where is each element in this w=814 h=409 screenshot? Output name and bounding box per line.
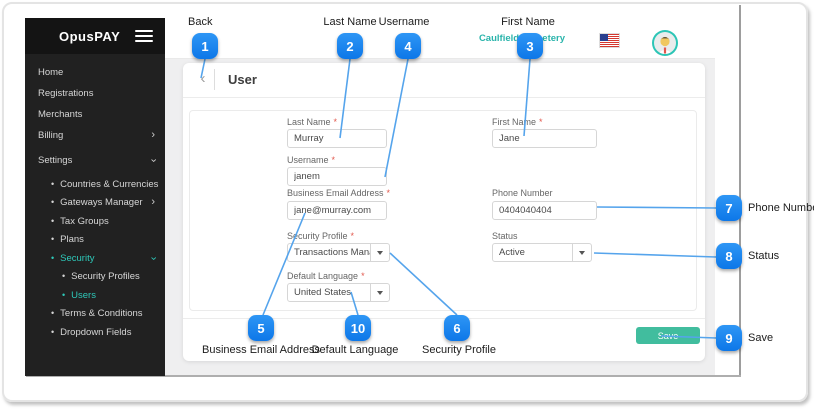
chevron-right-icon: › (151, 129, 155, 141)
required-asterisk: * (350, 231, 355, 241)
sidebar: OpusPAY Home Registrations Merchants Bil… (25, 18, 165, 376)
last-name-input[interactable] (287, 129, 387, 148)
card-header: ‹ User (183, 63, 705, 98)
callout-label-business-email: Business Email Address (202, 344, 320, 356)
user-avatar[interactable] (652, 30, 678, 56)
window-shadow-right (739, 5, 741, 376)
chevron-down-icon: › (147, 256, 160, 261)
sidebar-item-gateways-manager[interactable]: •Gateways Manager› (51, 196, 155, 209)
callout-badge-security-profile[interactable]: 6 (444, 315, 470, 341)
callout-badge-first-name[interactable]: 3 (517, 33, 543, 59)
back-button[interactable]: ‹ (200, 70, 206, 87)
field-last-name: Last Name* (287, 117, 387, 148)
first-name-input[interactable] (492, 129, 597, 148)
sidebar-item-home[interactable]: Home (38, 67, 64, 78)
callout-badge-phone-number[interactable]: 7 (716, 195, 742, 221)
sidebar-item-registrations[interactable]: Registrations (38, 88, 94, 99)
bullet-icon: • (51, 326, 55, 337)
sidebar-nav: Home Registrations Merchants Billing› Se… (25, 62, 165, 342)
sidebar-item-users[interactable]: •Users (62, 289, 96, 301)
field-status: Status Active (492, 231, 592, 262)
bullet-icon: • (51, 197, 55, 208)
bullet-icon: • (62, 271, 66, 282)
required-asterisk: * (361, 271, 365, 281)
business-email-label: Business Email Address* (287, 188, 391, 198)
bullet-icon: • (51, 308, 55, 319)
sidebar-item-countries-currencies[interactable]: •Countries & Currencies (51, 178, 159, 190)
callout-badge-default-language[interactable]: 10 (345, 315, 371, 341)
default-language-label: Default Language* (287, 271, 365, 281)
callout-badge-last-name[interactable]: 2 (337, 33, 363, 59)
username-label: Username* (287, 155, 336, 165)
username-input[interactable] (287, 167, 387, 186)
field-first-name: First Name* (492, 117, 597, 148)
last-name-label: Last Name* (287, 117, 338, 127)
chevron-down-icon: › (147, 158, 160, 163)
hamburger-menu-icon[interactable] (135, 27, 153, 45)
chevron-right-icon: › (151, 196, 155, 209)
save-button[interactable]: Save (636, 327, 700, 344)
form-panel (189, 110, 697, 311)
first-name-label: First Name* (492, 117, 543, 127)
sidebar-item-merchants[interactable]: Merchants (38, 109, 83, 120)
chevron-down-icon[interactable] (370, 244, 389, 261)
status-select[interactable]: Active (492, 243, 592, 262)
bullet-icon: • (51, 252, 55, 263)
sidebar-item-billing[interactable]: Billing› (38, 129, 155, 142)
callout-label-phone-number: Phone Number (748, 202, 814, 214)
callout-badge-business-email[interactable]: 5 (248, 315, 274, 341)
required-asterisk: * (386, 188, 391, 198)
field-security-profile: Security Profile* Transactions Manager (287, 231, 390, 262)
required-asterisk: * (331, 155, 336, 165)
callout-badge-username[interactable]: 4 (395, 33, 421, 59)
field-username: Username* (287, 155, 387, 186)
phone-number-input[interactable] (492, 201, 597, 220)
field-business-email: Business Email Address* (287, 188, 390, 220)
brand-logo: OpusPAY (59, 28, 121, 44)
sidebar-item-security-profiles[interactable]: •Security Profiles (62, 271, 140, 283)
top-bar: Caulfield Cemetery (165, 18, 715, 59)
header-divider (214, 69, 215, 90)
sidebar-logo-bar: OpusPAY (25, 18, 165, 54)
sidebar-item-dropdown-fields[interactable]: •Dropdown Fields (51, 326, 132, 338)
us-flag-icon[interactable] (599, 33, 620, 48)
required-asterisk: * (333, 117, 338, 127)
chevron-down-icon[interactable] (572, 244, 591, 261)
callout-label-default-language: Default Language (311, 344, 399, 356)
window-shadow-bottom (26, 375, 741, 377)
required-asterisk: * (539, 117, 543, 127)
sidebar-item-terms-conditions[interactable]: •Terms & Conditions (51, 308, 143, 320)
status-label: Status (492, 231, 518, 241)
sidebar-item-tax-groups[interactable]: •Tax Groups (51, 215, 109, 227)
bullet-icon: • (62, 289, 66, 300)
callout-label-save: Save (748, 332, 774, 344)
bullet-icon: • (51, 178, 55, 189)
sidebar-item-security[interactable]: •Security› (51, 252, 160, 264)
callout-label-first-name: First Name (501, 16, 555, 28)
screenshot-frame (2, 2, 808, 402)
callout-badge-save[interactable]: 9 (716, 325, 742, 351)
field-default-language: Default Language* United States (287, 271, 390, 302)
security-profile-label: Security Profile* (287, 231, 355, 241)
bullet-icon: • (51, 234, 55, 245)
callout-label-back: Back (188, 16, 213, 28)
business-email-input[interactable] (287, 201, 387, 220)
callout-label-security-profile: Security Profile (422, 344, 496, 356)
default-language-select[interactable]: United States (287, 283, 390, 302)
page-title: User (228, 72, 257, 87)
sidebar-item-plans[interactable]: •Plans (51, 234, 84, 246)
sidebar-item-settings[interactable]: Settings› (38, 155, 160, 166)
callout-label-last-name: Last Name (323, 16, 377, 28)
phone-number-label: Phone Number (492, 188, 553, 198)
callout-badge-back[interactable]: 1 (192, 33, 218, 59)
field-phone-number: Phone Number (492, 188, 597, 220)
bullet-icon: • (51, 215, 55, 226)
callout-label-status: Status (748, 250, 780, 262)
callout-badge-status[interactable]: 8 (716, 243, 742, 269)
chevron-down-icon[interactable] (370, 284, 389, 301)
security-profile-select[interactable]: Transactions Manager (287, 243, 390, 262)
callout-label-username: Username (378, 16, 430, 28)
